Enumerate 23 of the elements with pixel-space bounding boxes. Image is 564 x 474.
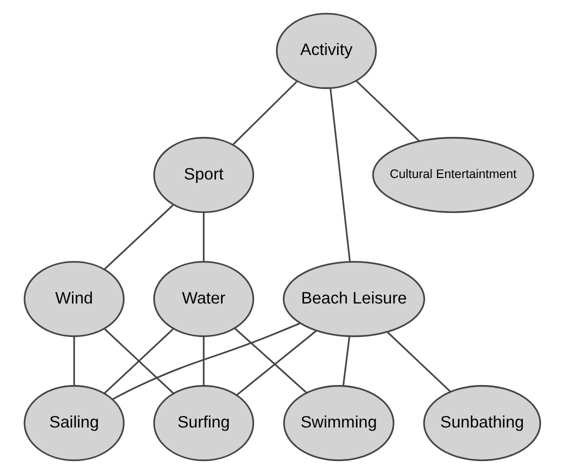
node-ellipse: Beach Leisure xyxy=(282,260,425,338)
node-ellipse: Sailing xyxy=(23,385,124,462)
connector xyxy=(236,330,316,396)
connector xyxy=(202,212,204,262)
node-ellipse: Cultural Entertaintment xyxy=(372,136,534,214)
connector xyxy=(355,80,420,142)
connector xyxy=(104,328,174,394)
connector xyxy=(386,332,451,392)
node-ellipse: Sunbathing xyxy=(422,385,541,462)
connector xyxy=(329,88,350,262)
node-ellipse: Activity xyxy=(275,12,376,89)
connector xyxy=(232,81,297,146)
connector xyxy=(202,336,204,386)
node-ellipse: Surfing xyxy=(152,385,254,462)
connector xyxy=(112,322,300,400)
connector xyxy=(72,336,74,386)
connector xyxy=(234,328,307,394)
connector xyxy=(342,336,350,386)
node-ellipse: Swimming xyxy=(282,385,394,462)
node-ellipse: Sport xyxy=(152,136,254,214)
node-ellipse: Water xyxy=(152,260,254,338)
connector xyxy=(104,204,174,270)
node-ellipse: Wind xyxy=(23,260,124,338)
